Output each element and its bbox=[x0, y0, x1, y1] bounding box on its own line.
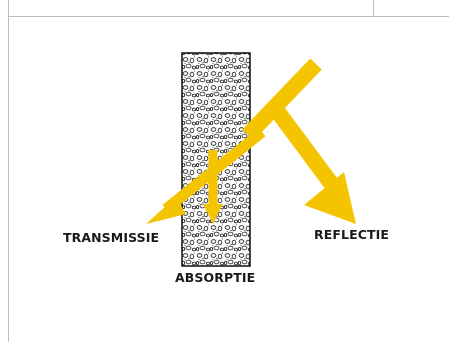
absorption-label: ABSORPTIE bbox=[175, 270, 255, 285]
transmission-label: TRANSMISSIE bbox=[63, 230, 159, 245]
reflected-light-arrow-icon bbox=[278, 112, 356, 224]
reflection-label: REFLECTIE bbox=[314, 227, 389, 242]
